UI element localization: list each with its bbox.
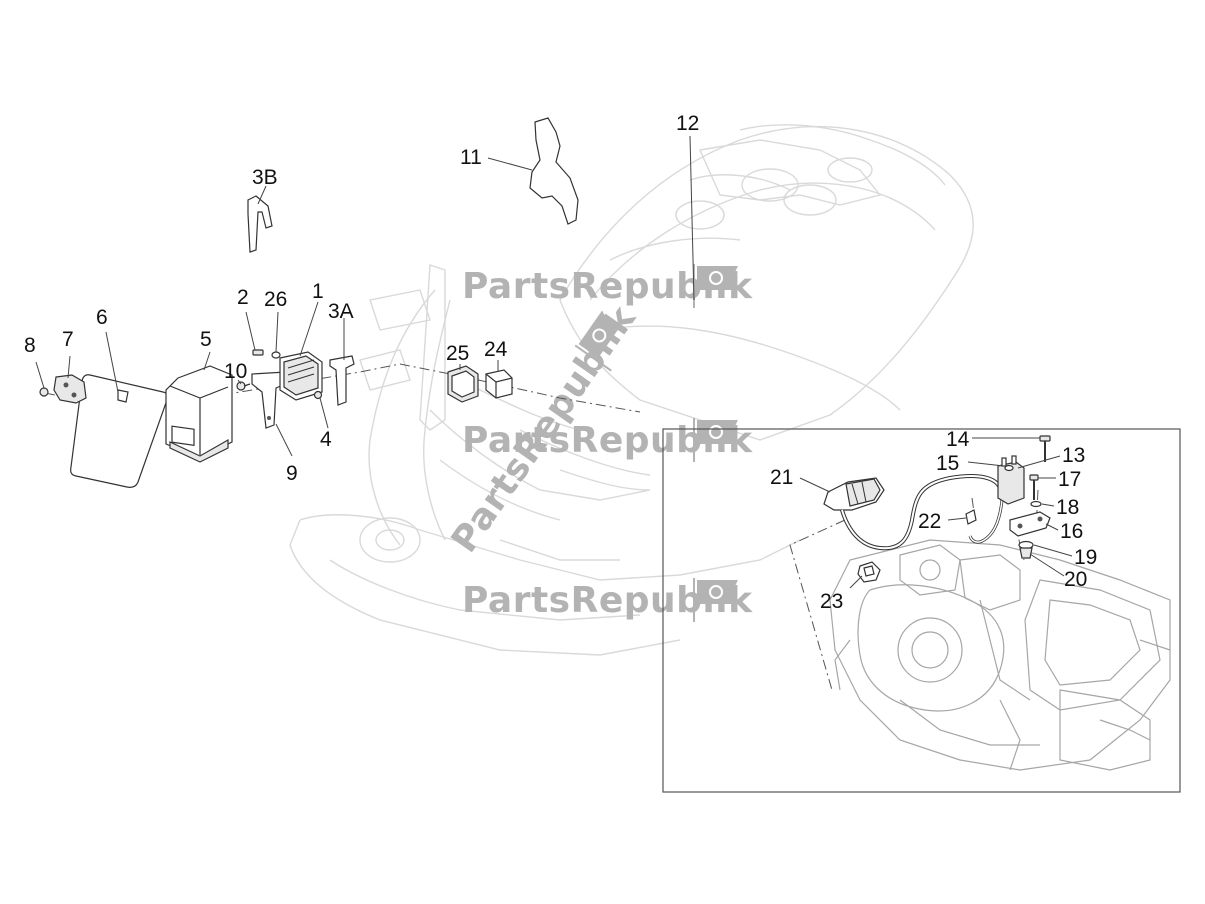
part-26-washer xyxy=(271,351,281,359)
part-23-cable-clip xyxy=(857,561,881,583)
callout-19: 19 xyxy=(1074,546,1097,569)
callout-8: 8 xyxy=(24,334,36,357)
callout-24: 24 xyxy=(484,338,508,361)
part-24-relay xyxy=(485,369,513,399)
callout-7: 7 xyxy=(62,328,74,351)
callout-3b: 3B xyxy=(252,166,278,189)
ht-lead-cable xyxy=(840,474,1004,551)
callout-20: 20 xyxy=(1064,568,1087,591)
part-7-bracket xyxy=(53,374,87,404)
part-3a-bracket xyxy=(329,355,355,406)
part-16-bracket xyxy=(1009,511,1051,537)
callout-5: 5 xyxy=(200,328,212,351)
watermark-group: PartsRepublik PartsRepublik PartsRepubli… xyxy=(444,264,753,622)
callout-18: 18 xyxy=(1056,496,1079,519)
part-6-cover-plate xyxy=(70,374,169,488)
leader-lines xyxy=(35,135,695,457)
part-21-spark-plug-cap xyxy=(823,477,885,511)
callout-labels: 8 7 6 5 10 9 2 26 1 3A 4 3B 25 24 11 12 … xyxy=(24,112,1097,613)
callout-3a: 3A xyxy=(328,300,354,323)
callout-12: 12 xyxy=(676,112,699,135)
part-20-spacer xyxy=(1019,547,1033,559)
callout-4: 4 xyxy=(320,428,332,451)
part-10-bolt xyxy=(236,381,251,391)
part-25-relay-holder xyxy=(447,365,479,403)
callout-17: 17 xyxy=(1058,468,1081,491)
callout-1: 1 xyxy=(312,280,324,303)
scooter-body-outline xyxy=(289,124,974,656)
callout-9: 9 xyxy=(286,462,298,485)
part-14-bolt xyxy=(1039,435,1051,462)
part-2-screw xyxy=(252,349,264,356)
callout-21: 21 xyxy=(770,466,793,489)
callout-16: 16 xyxy=(1060,520,1083,543)
part-11-bracket xyxy=(529,117,579,225)
part-15-washer xyxy=(1004,464,1014,472)
part-4-screw xyxy=(313,390,323,400)
gear-flag-icon xyxy=(574,310,622,372)
part-17-screw xyxy=(1029,474,1039,500)
engine-outline xyxy=(829,539,1171,771)
part-8-nut xyxy=(39,387,49,397)
callout-10: 10 xyxy=(224,360,247,383)
callout-25: 25 xyxy=(446,342,469,365)
callout-14: 14 xyxy=(946,428,970,451)
callout-6: 6 xyxy=(96,306,108,329)
gear-flag-icon xyxy=(693,418,738,462)
callout-26: 26 xyxy=(264,288,287,311)
callout-11: 11 xyxy=(460,146,482,169)
leader-lines-inset xyxy=(799,437,1073,589)
gear-flag-icon xyxy=(693,578,738,622)
callout-22: 22 xyxy=(918,510,941,533)
part-18-washer xyxy=(1030,500,1042,508)
callout-15: 15 xyxy=(936,452,959,475)
callout-13: 13 xyxy=(1062,444,1085,467)
part-5-control-unit xyxy=(165,365,233,463)
callout-2: 2 xyxy=(237,286,249,309)
callout-23: 23 xyxy=(820,590,843,613)
part-13-ignition-coil xyxy=(997,455,1025,505)
part-3b-bracket xyxy=(247,195,273,253)
part-22-clip xyxy=(965,509,977,525)
part-1-regulator xyxy=(279,351,323,401)
